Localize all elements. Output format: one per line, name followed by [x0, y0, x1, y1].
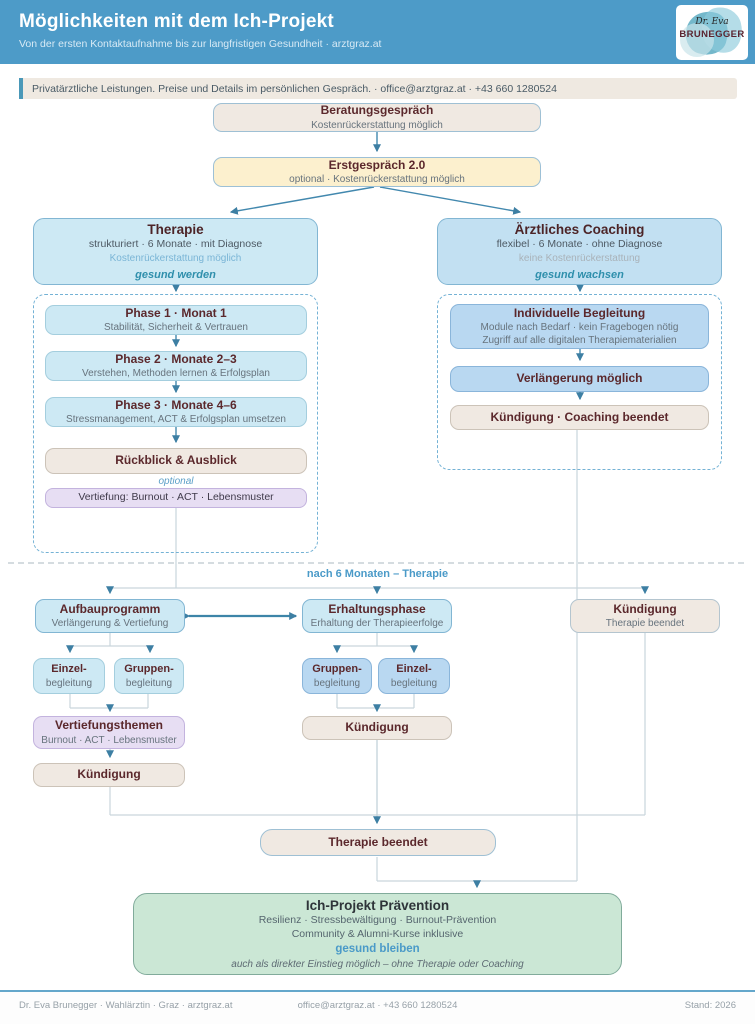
footer-stand: Stand: 2026: [684, 1000, 736, 1011]
node-line1: strukturiert · 6 Monate · mit Diagnose: [88, 238, 263, 251]
node-line1: flexibel · 6 Monate · ohne Diagnose: [496, 238, 663, 251]
node-phase3: Phase 3 · Monate 4–6 Stressmanagement, A…: [45, 397, 307, 427]
node-phase2: Phase 2 · Monate 2–3 Verstehen, Methoden…: [45, 351, 307, 381]
node-title: Kündigung: [613, 601, 677, 616]
node-phase1: Phase 1 · Monat 1 Stabilität, Sicherheit…: [45, 305, 307, 335]
node-subtitle: Verlängerung & Vertiefung: [51, 618, 169, 630]
node-title: Erhaltungsphase: [328, 601, 426, 616]
node-title: Vertiefung: Burnout · ACT · Lebensmuster: [78, 491, 274, 504]
node-motto: gesund wachsen: [535, 268, 624, 281]
node-verlaengerung: Verlängerung möglich: [450, 366, 709, 392]
optional-label: optional: [158, 476, 194, 487]
node-title: Gruppen-: [312, 663, 362, 676]
node-title: Einzel-: [51, 663, 87, 676]
node-title: Verlängerung möglich: [516, 371, 643, 386]
node-subtitle: Kostenrückerstattung möglich: [311, 119, 443, 131]
node-line2: Kostenrückerstattung möglich: [109, 252, 242, 264]
node-aufbauprogramm: Aufbauprogramm Verlängerung & Vertiefung: [35, 599, 185, 633]
logo-blob-icon: [680, 23, 714, 57]
node-subtitle: begleitung: [390, 677, 438, 689]
node-ich-projekt-praevention: Ich-Projekt Prävention Resilienz · Stres…: [133, 893, 622, 975]
node-aerztliches-coaching: Ärztliches Coaching flexibel · 6 Monate …: [437, 218, 722, 285]
node-line2: Zugriff auf alle digitalen Therapiemater…: [482, 335, 677, 347]
node-individuelle-begleitung: Individuelle Begleitung Module nach Beda…: [450, 304, 709, 349]
logo-name-text: BRUNEGGER: [679, 29, 745, 40]
node-einzel-mid: Einzel- begleitung: [378, 658, 450, 694]
node-erhaltungsphase: Erhaltungsphase Erhaltung der Therapieer…: [302, 599, 452, 633]
node-subtitle: Erhaltung der Therapieerfolge: [310, 618, 444, 630]
node-rueckblick: Rückblick & Ausblick: [45, 448, 307, 474]
node-kuendigung-mid: Kündigung: [302, 716, 452, 740]
node-beratungsgespraech: Beratungsgespräch Kostenrückerstattung m…: [213, 103, 541, 132]
node-title: Gruppen-: [124, 663, 174, 676]
divider-label: nach 6 Monaten – Therapie: [306, 568, 449, 580]
node-subtitle: Verstehen, Methoden lernen & Erfolgsplan: [82, 368, 270, 380]
footer-left: Dr. Eva Brunegger · Wahlärztin · Graz · …: [19, 1000, 233, 1011]
node-note: auch als direkter Einstieg möglich – ohn…: [231, 959, 524, 971]
node-title: Kündigung · Coaching beendet: [490, 409, 669, 424]
node-subtitle: Stabilität, Sicherheit & Vertrauen: [104, 322, 248, 334]
node-subtitle: Burnout · ACT · Lebensmuster: [41, 734, 177, 746]
info-bar: Privatärztliche Leistungen. Preise und D…: [19, 78, 737, 99]
therapie-phase-container: [33, 294, 318, 553]
node-title: Kündigung: [345, 720, 409, 735]
node-subtitle: Therapie beendet: [605, 618, 685, 630]
node-title: Therapie: [147, 221, 204, 237]
logo-script-text: Dr. Eva: [695, 17, 729, 27]
node-line1: Resilienz · Stressbewältigung · Burnout-…: [258, 914, 497, 927]
coaching-container: [437, 294, 722, 470]
node-title: Ich-Projekt Prävention: [305, 897, 450, 913]
node-title: Individuelle Begleitung: [513, 305, 646, 320]
node-line2: keine Kostenrückerstattung: [518, 252, 641, 264]
node-title: Aufbauprogramm: [59, 601, 161, 616]
node-vertiefungsthemen: Vertiefungsthemen Burnout · ACT · Lebens…: [33, 716, 185, 749]
node-subtitle: optional · Kostenrückerstattung möglich: [289, 174, 465, 186]
node-title: Erstgespräch 2.0: [328, 157, 426, 172]
page-subtitle: Von der ersten Kontaktaufnahme bis zur l…: [19, 38, 382, 50]
node-subtitle: begleitung: [125, 677, 173, 689]
node-line1: Module nach Bedarf · kein Fragebogen nöt…: [480, 322, 679, 334]
node-title: Phase 1 · Monat 1: [125, 305, 227, 320]
node-erstgespraech: Erstgespräch 2.0 optional · Kostenrücker…: [213, 157, 541, 187]
node-title: Rückblick & Ausblick: [115, 453, 237, 468]
node-title: Phase 2 · Monate 2–3: [115, 351, 237, 366]
node-title: Beratungsgespräch: [320, 103, 434, 118]
node-therapie-beendet: Therapie beendet: [260, 829, 496, 856]
header: Möglichkeiten mit dem Ich-Projekt Von de…: [0, 0, 755, 64]
node-line2: Community & Alumni-Kurse inklusive: [291, 927, 464, 940]
footer: Dr. Eva Brunegger · Wahlärztin · Graz · …: [0, 990, 755, 1024]
node-motto: gesund bleiben: [335, 943, 420, 956]
node-title: Ärztliches Coaching: [514, 221, 645, 237]
node-vertiefung: Vertiefung: Burnout · ACT · Lebensmuster: [45, 488, 307, 508]
node-therapie: Therapie strukturiert · 6 Monate · mit D…: [33, 218, 318, 285]
node-title: Einzel-: [396, 663, 432, 676]
node-gruppen-mid: Gruppen- begleitung: [302, 658, 372, 694]
node-subtitle: begleitung: [313, 677, 361, 689]
practice-logo: Dr. Eva BRUNEGGER: [676, 5, 748, 60]
node-motto: gesund werden: [135, 268, 216, 281]
node-kuendigung-right: Kündigung Therapie beendet: [570, 599, 720, 633]
info-bar-text: Privatärztliche Leistungen. Preise und D…: [32, 82, 557, 95]
page-title: Möglichkeiten mit dem Ich-Projekt: [19, 11, 334, 32]
node-title: Phase 3 · Monate 4–6: [115, 397, 237, 412]
node-kuendigung-coaching: Kündigung · Coaching beendet: [450, 405, 709, 430]
node-subtitle: begleitung: [45, 677, 93, 689]
node-title: Therapie beendet: [328, 834, 428, 849]
node-kuendigung-left: Kündigung: [33, 763, 185, 787]
node-subtitle: Stressmanagement, ACT & Erfolgsplan umse…: [66, 414, 286, 426]
node-title: Kündigung: [77, 767, 141, 782]
node-gruppen-left: Gruppen- begleitung: [114, 658, 184, 694]
node-title: Vertiefungsthemen: [54, 718, 164, 733]
footer-center: office@arztgraz.at · +43 660 1280524: [297, 1000, 458, 1011]
node-einzel-left: Einzel- begleitung: [33, 658, 105, 694]
